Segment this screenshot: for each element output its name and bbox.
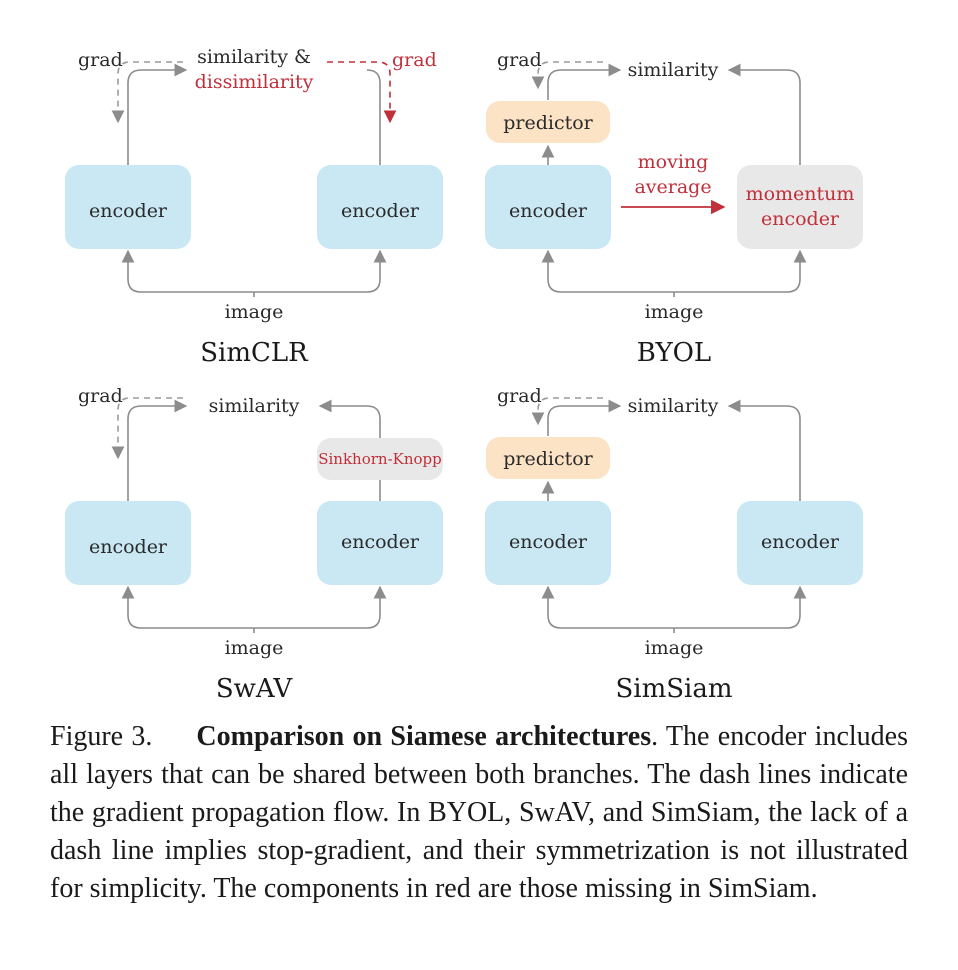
simsiam-left-arrow bbox=[547, 399, 622, 436]
simsiam-image-label: image bbox=[645, 637, 704, 659]
swav-image-label: image bbox=[225, 637, 284, 659]
figure-label: Figure 3. bbox=[50, 721, 153, 752]
byol-momentum-encoder-label: encoder bbox=[761, 208, 840, 230]
byol-predictor-label: predictor bbox=[503, 112, 593, 134]
panel-simsiam: grad similarity predictor encoder encode… bbox=[485, 385, 863, 704]
swav-grad-label: grad bbox=[78, 385, 123, 407]
simclr-grad-right-dash bbox=[327, 61, 397, 124]
swav-image-right-arrow bbox=[254, 585, 387, 629]
simsiam-right-arrow bbox=[727, 399, 801, 501]
simclr-title: SimCLR bbox=[200, 338, 309, 368]
simsiam-title: SimSiam bbox=[615, 674, 732, 704]
swav-left-arrow bbox=[127, 399, 188, 501]
byol-momentum-encoder bbox=[737, 165, 863, 249]
byol-predictor bbox=[486, 101, 610, 143]
swav-sinkhorn-knopp bbox=[317, 438, 443, 480]
byol-image-left-arrow bbox=[541, 249, 674, 293]
byol-grad-label: grad bbox=[497, 49, 542, 71]
simclr-encoder-right bbox=[317, 165, 443, 249]
panel-byol: grad similarity predictor encoder moving… bbox=[485, 49, 863, 368]
swav-image-left-arrow bbox=[121, 585, 254, 629]
simclr-image-right-arrow bbox=[254, 249, 387, 293]
simclr-encoder-left bbox=[65, 165, 191, 249]
byol-similarity-label: similarity bbox=[628, 59, 719, 81]
simsiam-predictor bbox=[486, 437, 610, 479]
simsiam-image-right-arrow bbox=[674, 585, 807, 629]
byol-average-label: average bbox=[634, 176, 711, 198]
swav-similarity-label: similarity bbox=[209, 395, 300, 417]
byol-image-label: image bbox=[645, 301, 704, 323]
simclr-image-left-arrow bbox=[121, 249, 254, 293]
caption-text: . The encoder includes all layers that c… bbox=[50, 721, 908, 904]
simclr-image-label: image bbox=[225, 301, 284, 323]
simsiam-encoder-right-label: encoder bbox=[761, 531, 840, 553]
simclr-dissimilarity-label: dissimilarity bbox=[195, 71, 314, 93]
byol-encoder bbox=[485, 165, 611, 249]
byol-encoder-label: encoder bbox=[509, 200, 588, 222]
figure-caption: Figure 3. Comparison on Siamese architect… bbox=[50, 718, 908, 908]
simclr-encoder-right-label: encoder bbox=[341, 200, 420, 222]
swav-encoder-right-label: encoder bbox=[341, 531, 420, 553]
simclr-right-line bbox=[366, 69, 381, 165]
panel-simclr: grad grad similarity & dissimilarity enc… bbox=[65, 46, 443, 368]
byol-left-arrow bbox=[547, 63, 622, 100]
simsiam-similarity-label: similarity bbox=[628, 395, 719, 417]
swav-encoder-right bbox=[317, 501, 443, 585]
panel-swav: grad similarity Sinkhorn-Knopp encoder e… bbox=[65, 385, 443, 704]
simsiam-predictor-label: predictor bbox=[503, 448, 593, 470]
siamese-architectures-diagram: grad grad similarity & dissimilarity enc… bbox=[65, 46, 863, 704]
byol-right-arrow bbox=[727, 63, 801, 165]
byol-momentum-label: momentum bbox=[746, 183, 855, 205]
caption-title: Comparison on Siamese architectures bbox=[196, 721, 652, 752]
simclr-encoder-left-label: encoder bbox=[89, 200, 168, 222]
swav-encoder-left bbox=[65, 501, 191, 585]
simclr-left-arrow bbox=[127, 63, 188, 165]
simclr-grad-left-label: grad bbox=[78, 49, 123, 71]
swav-encoder-left-label: encoder bbox=[89, 536, 168, 558]
simsiam-image-left-arrow bbox=[541, 585, 674, 629]
swav-sinkhorn-label: Sinkhorn-Knopp bbox=[318, 450, 442, 468]
simclr-similarity-label: similarity & bbox=[197, 46, 311, 68]
simsiam-encoder-left bbox=[485, 501, 611, 585]
byol-title: BYOL bbox=[637, 338, 711, 368]
simclr-grad-right-label: grad bbox=[392, 49, 437, 71]
swav-title: SwAV bbox=[216, 674, 294, 704]
byol-image-right-arrow bbox=[674, 249, 807, 293]
simsiam-encoder-right bbox=[737, 501, 863, 585]
swav-right-arrow bbox=[318, 399, 381, 438]
byol-moving-label: moving bbox=[638, 151, 709, 173]
simsiam-grad-label: grad bbox=[497, 385, 542, 407]
simsiam-encoder-left-label: encoder bbox=[509, 531, 588, 553]
